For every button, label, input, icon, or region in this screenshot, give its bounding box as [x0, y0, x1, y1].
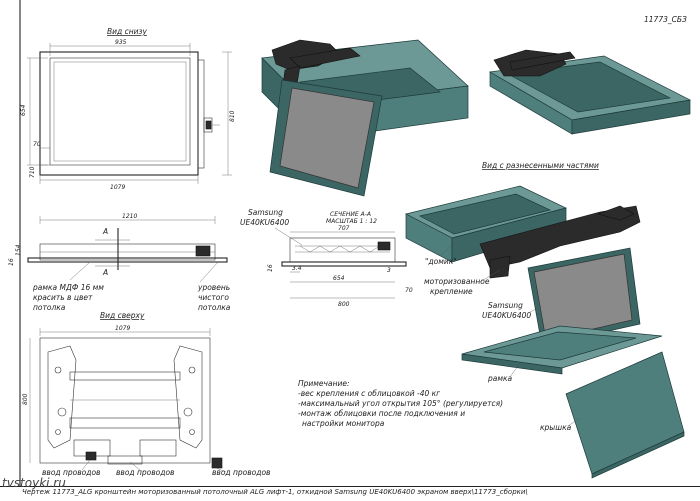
bottom-view: 935 1079 654 810 70 710: [20, 39, 236, 191]
dim-3: 3: [387, 267, 391, 274]
label-mdf-3: потолка: [33, 303, 66, 312]
label-motor-1: моторизованное: [424, 277, 490, 286]
label-level-2: чистого: [198, 293, 229, 302]
label-level-3: потолка: [198, 303, 231, 312]
side-view: 1210 A A 16 154 рамка МДФ 16 мм красить …: [8, 213, 231, 312]
section-view: Samsung UE40KU6400 СЕЧЕНИЕ А-А МАСШТАБ 1…: [240, 208, 413, 308]
dim-70-sec: 70: [405, 287, 413, 294]
dim-810: 810: [229, 110, 236, 122]
dim-710: 710: [29, 166, 36, 178]
note-line-4: настройки монитора: [302, 419, 385, 428]
label-mdf-2: красить в цвет: [33, 293, 93, 302]
label-vvod-3: ввод проводов: [212, 468, 270, 477]
label-kryshka: крышка: [540, 423, 572, 432]
label-domik: "домик": [425, 257, 457, 266]
iso-closed-unit: [488, 49, 692, 135]
drawing-code: 11773_СБЗ: [644, 15, 687, 24]
label-samsung-top-1: Samsung: [248, 208, 283, 217]
exploded-view-title: Вид с разнесенными частями: [482, 161, 599, 170]
drawing-caption: Чертеж 11773_ALG кронштейн моторизованны…: [22, 488, 528, 496]
dim-707: 707: [338, 225, 350, 232]
label-ramka: рамка: [487, 374, 513, 383]
section-scale: МАСШТАБ 1 : 12: [326, 218, 377, 225]
exploded-view: "домик" моторизованное крепление Samsung…: [405, 185, 685, 479]
iso-open-unit: [261, 39, 469, 197]
dim-16-side: 16: [8, 258, 15, 266]
section-mark-bottom: A: [102, 268, 108, 277]
label-samsung-top-2: UE40KU6400: [240, 218, 289, 227]
watermark: tvstoyki.ru: [2, 476, 66, 490]
dim-654: 654: [20, 104, 27, 116]
dim-1079-top: 1079: [115, 325, 130, 332]
label-motor-2: крепление: [430, 287, 473, 296]
bottom-view-title: Вид снизу: [107, 27, 147, 36]
notes: Примечание: -вес крепления с облицовкой …: [298, 379, 503, 428]
label-samsung-right-2: UE40KU6400: [482, 311, 531, 320]
top-view-title: Вид сверху: [100, 311, 145, 320]
label-samsung-right-1: Samsung: [488, 301, 523, 310]
dim-3-4: 3.4: [292, 265, 302, 272]
dim-16-sec: 16: [267, 264, 274, 272]
section-title: СЕЧЕНИЕ А-А: [330, 211, 371, 218]
label-vvod-1: ввод проводов: [42, 468, 100, 477]
label-mdf-1: рамка МДФ 16 мм: [32, 283, 104, 292]
note-line-1: -вес крепления с облицовкой -40 кг: [298, 389, 440, 398]
note-line-2: -максимальный угол открытия 105° (регули…: [298, 399, 503, 408]
dim-935: 935: [115, 39, 127, 46]
label-level-1: уровень: [197, 283, 230, 292]
top-view: 1079 800 ввод проводов ввод проводов вво…: [22, 325, 270, 477]
note-line-3: -монтаж облицовки после подключения и: [298, 409, 465, 418]
note-title: Примечание:: [298, 379, 350, 388]
dim-1079: 1079: [110, 184, 125, 191]
dim-70: 70: [33, 141, 41, 148]
title-block: [0, 486, 700, 501]
dim-800-sec: 800: [338, 301, 350, 308]
dim-654-sec: 654: [333, 275, 345, 282]
label-vvod-2: ввод проводов: [116, 468, 174, 477]
dim-1210: 1210: [122, 213, 137, 220]
dim-800-top: 800: [22, 393, 29, 405]
section-mark-top: A: [102, 227, 108, 236]
dim-154: 154: [15, 244, 22, 256]
